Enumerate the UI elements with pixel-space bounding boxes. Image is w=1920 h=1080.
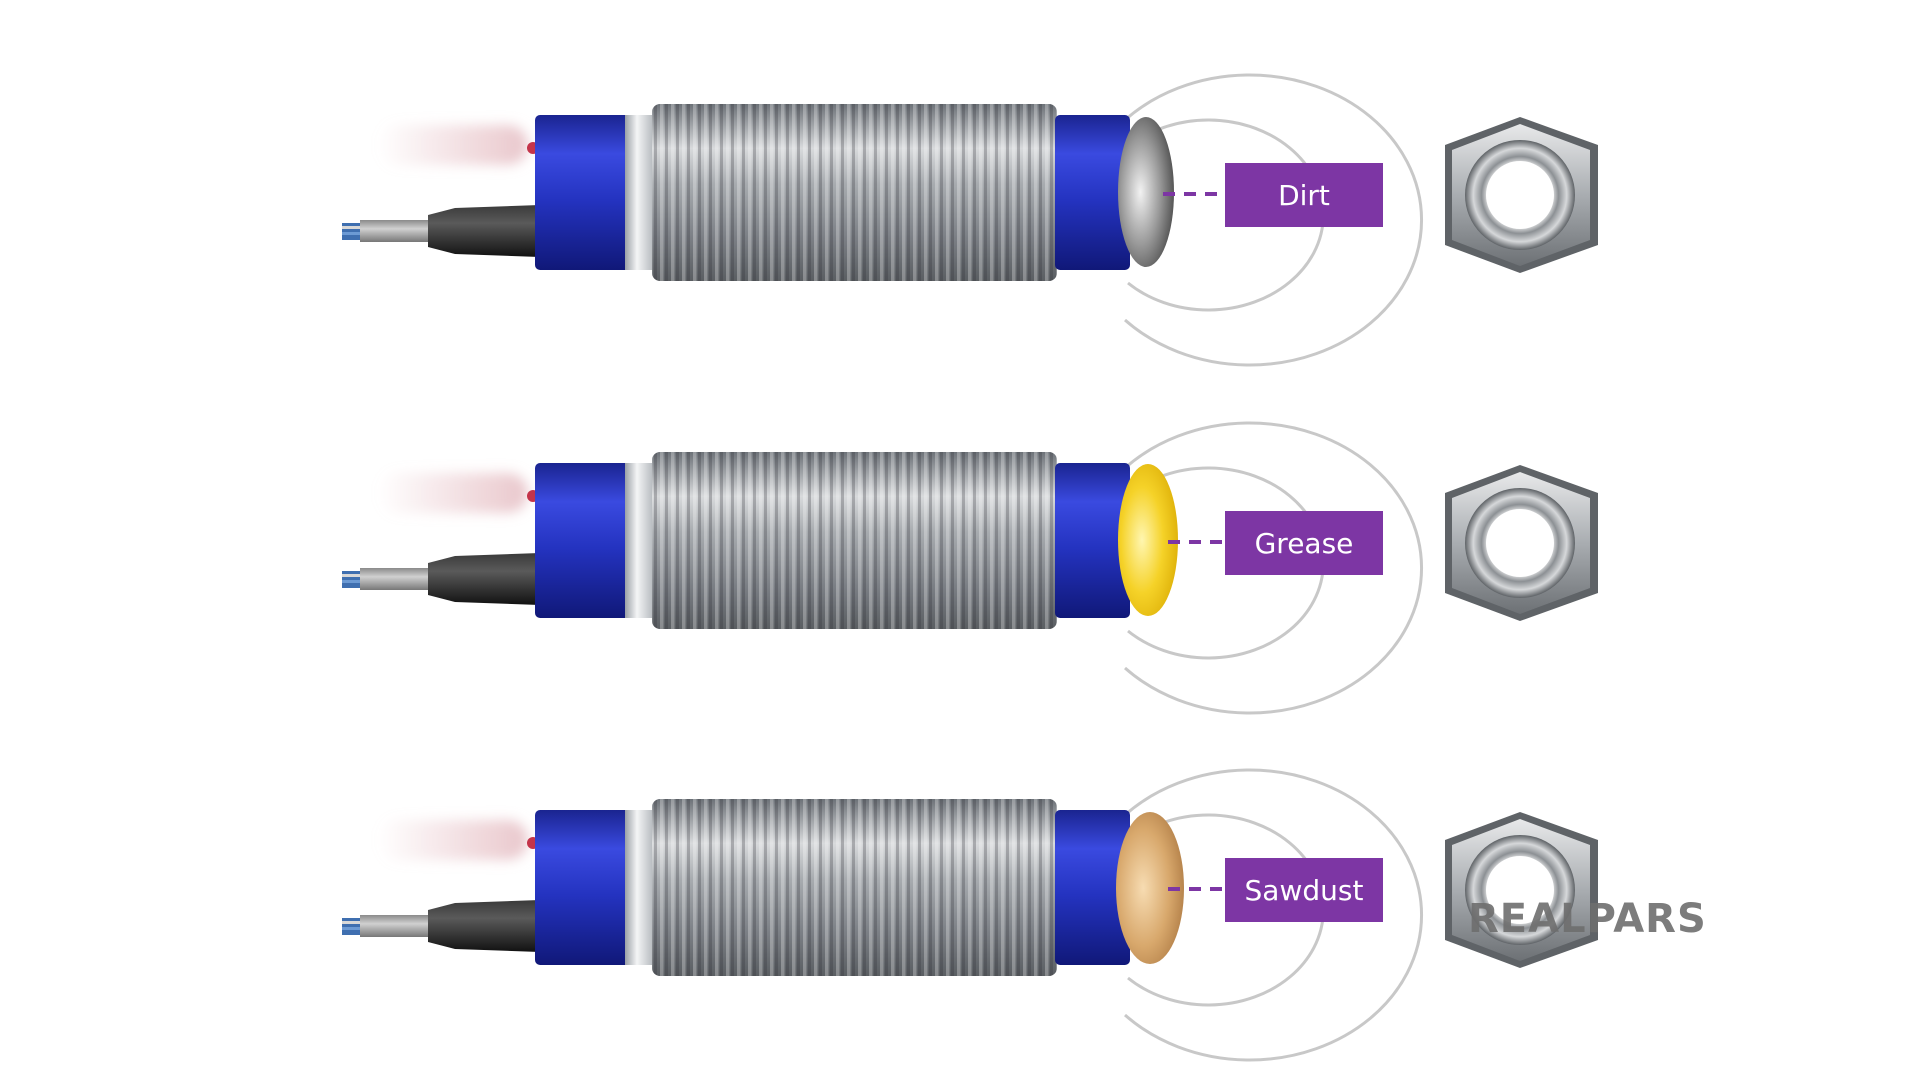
field-ring-outer — [1124, 421, 1423, 715]
sawdust-deposit — [1116, 812, 1184, 964]
realpars-logo: REALPARS — [1468, 896, 1707, 942]
contaminant-label-text: Sawdust — [1245, 874, 1364, 907]
sensor-cable — [342, 900, 540, 952]
contaminant-label-grease: Grease — [1168, 511, 1383, 575]
field-ring-outer — [1124, 73, 1423, 367]
field-ring-outer — [1124, 768, 1423, 1062]
sensor-body — [535, 799, 1130, 976]
grease-deposit — [1118, 464, 1178, 616]
sensor-cable — [342, 205, 540, 257]
sensor-body — [535, 104, 1130, 281]
sensor-row-sawdust: Sawdust — [342, 768, 1598, 1062]
hex-nut-target — [1445, 465, 1598, 621]
led-glow — [378, 125, 528, 165]
sensor-cable — [342, 553, 540, 605]
hex-nut-target — [1445, 812, 1598, 968]
contaminant-label-text: Grease — [1255, 527, 1354, 560]
hex-nut-target — [1445, 117, 1598, 273]
contaminant-label-text: Dirt — [1278, 179, 1330, 212]
sensor-row-dirt: Dirt — [342, 73, 1598, 367]
sensor-body — [535, 452, 1130, 629]
dirt-deposit — [1118, 117, 1174, 267]
contaminant-label-sawdust: Sawdust — [1168, 858, 1383, 922]
led-glow — [378, 473, 528, 513]
led-glow — [378, 820, 528, 860]
sensor-row-grease: Grease — [342, 421, 1598, 715]
contaminant-label-dirt: Dirt — [1163, 163, 1383, 227]
